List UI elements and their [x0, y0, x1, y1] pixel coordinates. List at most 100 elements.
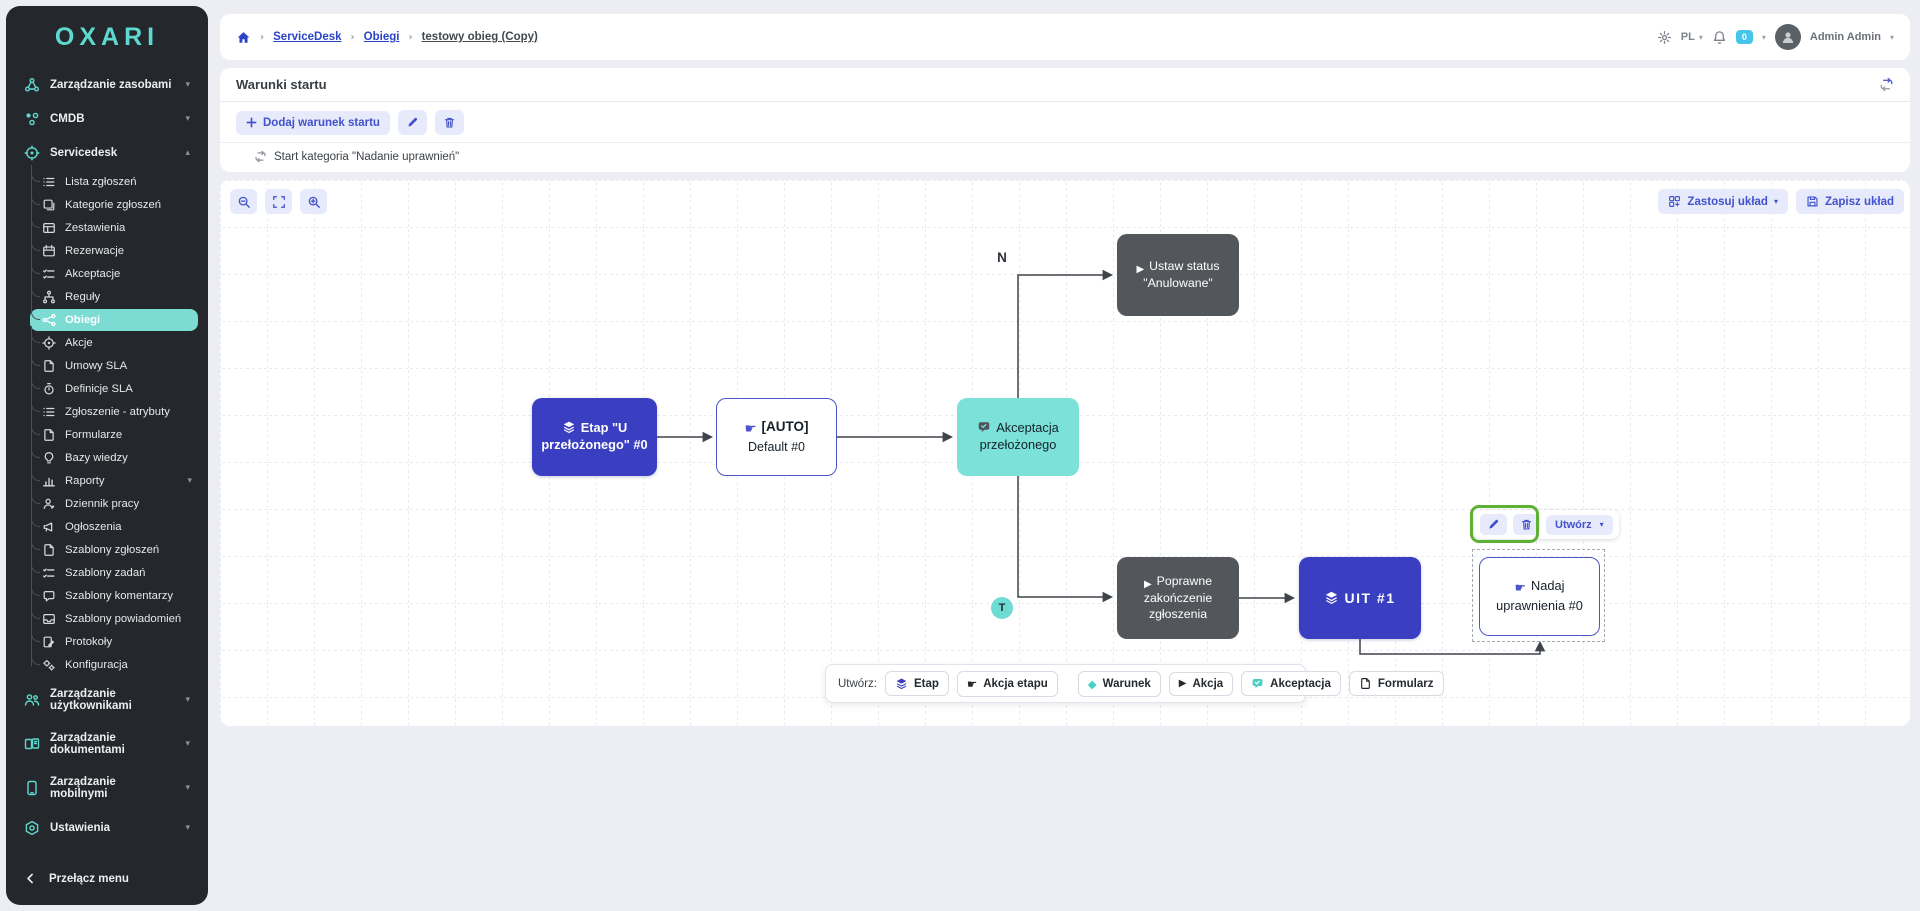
- create-from-node-button[interactable]: Utwórz ▾: [1546, 515, 1613, 535]
- sidebar-item-szablony-zgloszen[interactable]: Szablony zgłoszeń: [30, 539, 198, 561]
- chat-check-icon: [977, 420, 991, 434]
- sidebar-group-zarzadzanie-dokumentami[interactable]: Zarządzanie dokumentami ▾: [16, 722, 198, 766]
- chevron-down-icon: ▾: [1774, 197, 1778, 206]
- workflow-canvas[interactable]: Zastosuj układ ▾ Zapisz układ Etap "U pr…: [220, 180, 1910, 726]
- sidebar-item-protokoly[interactable]: Protokoły: [30, 631, 198, 653]
- start-conditions-header: Warunki startu: [220, 68, 1910, 102]
- group-label: Zarządzanie użytkownikami: [50, 688, 175, 712]
- edit-node-button[interactable]: [1480, 514, 1507, 535]
- breadcrumb-link-obiegi[interactable]: Obiegi: [364, 31, 400, 43]
- sidebar-nav: Zarządzanie zasobami ▾ CMDB ▾ Servicedes…: [6, 68, 208, 860]
- start-condition-item[interactable]: Start kategoria "Nadanie uprawnień": [220, 143, 1910, 172]
- chevron-down-icon: ▾: [185, 114, 190, 124]
- user-avatar[interactable]: [1775, 24, 1801, 50]
- node-uit[interactable]: UIT #1: [1299, 557, 1421, 639]
- bell-icon[interactable]: [1712, 30, 1727, 45]
- chevron-down-icon: ▾: [185, 783, 190, 793]
- start-conditions-toolbar: Dodaj warunek startu: [220, 102, 1910, 143]
- apply-layout-button[interactable]: Zastosuj układ ▾: [1658, 189, 1788, 214]
- create-akceptacja-button[interactable]: Akceptacja: [1241, 671, 1341, 696]
- fit-view-button[interactable]: [265, 189, 292, 214]
- sidebar-item-dziennik-pracy[interactable]: Dziennik pracy: [30, 493, 198, 515]
- zoom-out-button[interactable]: [230, 189, 257, 214]
- node-ustaw-status-anulowane[interactable]: ▶Ustaw status "Anulowane": [1117, 234, 1239, 316]
- sidebar-item-rezerwacje[interactable]: Rezerwacje: [30, 240, 198, 262]
- sidebar-item-obiegi[interactable]: Obiegi: [30, 309, 198, 331]
- create-etap-button[interactable]: Etap: [885, 671, 949, 696]
- workflow-icon: [42, 313, 56, 327]
- sidebar-item-definicje-sla[interactable]: Definicje SLA: [30, 378, 198, 400]
- trash-icon: [443, 116, 456, 129]
- list-icon: [42, 405, 56, 419]
- layers-icon: [895, 677, 908, 690]
- node-auto-default[interactable]: ☛[AUTO]Default #0: [716, 398, 837, 476]
- sidebar-item-umowy-sla[interactable]: Umowy SLA: [30, 355, 198, 377]
- sidebar-item-akcje[interactable]: Akcje: [30, 332, 198, 354]
- repeat-icon[interactable]: [1879, 77, 1894, 92]
- document-icon: [42, 543, 56, 557]
- node-stage-u-przelozonego[interactable]: Etap "U przełożonego" #0: [532, 398, 657, 476]
- start-conditions-card: Warunki startu Dodaj warunek startu Star…: [220, 68, 1910, 172]
- servicedesk-subtree: Lista zgłoszeń Kategorie zgłoszeń Zestaw…: [30, 171, 198, 676]
- edit-condition-button[interactable]: [398, 110, 427, 135]
- breadcrumb-link-servicedesk[interactable]: ServiceDesk: [273, 31, 341, 43]
- language-selector[interactable]: PL ▾: [1681, 31, 1703, 43]
- sidebar-item-konfiguracja[interactable]: Konfiguracja: [30, 654, 198, 676]
- play-icon: ▶: [1136, 263, 1144, 276]
- chevron-down-icon: ▾: [185, 739, 190, 749]
- add-start-condition-button[interactable]: Dodaj warunek startu: [236, 111, 390, 135]
- node-poprawne-zakonczenie[interactable]: ▶Poprawne zakończenie zgłoszenia: [1117, 557, 1239, 639]
- calendar-icon: [42, 244, 56, 258]
- assets-network-icon: [24, 77, 40, 93]
- home-icon[interactable]: [236, 30, 251, 45]
- collapse-menu-button[interactable]: Przełącz menu: [6, 860, 208, 905]
- gear-icon[interactable]: [1657, 30, 1672, 45]
- delete-condition-button[interactable]: [435, 110, 464, 135]
- chevron-down-icon: ▾: [185, 695, 190, 705]
- sidebar-item-bazy-wiedzy[interactable]: Bazy wiedzy: [30, 447, 198, 469]
- hand-pointer-icon: ☛: [967, 677, 977, 691]
- sidebar-item-ogloszenia[interactable]: Ogłoszenia: [30, 516, 198, 538]
- create-warunek-button[interactable]: ◆ Warunek: [1078, 671, 1161, 697]
- sidebar-item-szablony-zadan[interactable]: Szablony zadań: [30, 562, 198, 584]
- sidebar-item-zestawienia[interactable]: Zestawienia: [30, 217, 198, 239]
- sidebar-item-kategorie-zgloszen[interactable]: Kategorie zgłoszeń: [30, 194, 198, 216]
- topbar-right: PL ▾ 0 ▾ Admin Admin ▾: [1657, 24, 1894, 50]
- cmdb-icon: [24, 111, 40, 127]
- sidebar-item-akceptacje[interactable]: Akceptacje: [30, 263, 198, 285]
- sidebar-group-cmdb[interactable]: CMDB ▾: [16, 102, 198, 136]
- group-label: Ustawienia: [50, 822, 110, 834]
- sidebar-group-servicedesk[interactable]: Servicedesk ▴: [16, 136, 198, 170]
- node-akceptacja-przelozonego[interactable]: Akceptacja przełożonego: [957, 398, 1079, 476]
- create-formularz-button[interactable]: Formularz: [1349, 671, 1444, 696]
- sidebar-item-reguly[interactable]: Reguły: [30, 286, 198, 308]
- sidebar-item-lista-zgloszen[interactable]: Lista zgłoszeń: [30, 171, 198, 193]
- create-akcja-button[interactable]: ▶ Akcja: [1169, 672, 1233, 696]
- group-label: Zarządzanie zasobami: [50, 79, 171, 91]
- servicedesk-icon: [24, 145, 40, 161]
- user-name[interactable]: Admin Admin: [1810, 31, 1881, 43]
- notification-badge[interactable]: 0: [1736, 30, 1753, 44]
- save-layout-button[interactable]: Zapisz układ: [1796, 189, 1904, 214]
- create-akcja-etapu-button[interactable]: ☛ Akcja etapu: [957, 671, 1058, 697]
- zoom-in-button[interactable]: [300, 189, 327, 214]
- layout-icon: [1668, 195, 1681, 208]
- sidebar-group-zarzadzanie-mobilnymi[interactable]: Zarządzanie mobilnymi ▾: [16, 766, 198, 810]
- document-icon: [42, 359, 56, 373]
- breadcrumb-current: testowy obieg (Copy): [422, 31, 538, 43]
- topbar: › ServiceDesk › Obiegi › testowy obieg (…: [220, 14, 1910, 60]
- branch-label-yes: T: [991, 597, 1013, 619]
- play-icon: ▶: [1144, 578, 1152, 591]
- sidebar-group-zarzadzanie-uzytkownikami[interactable]: Zarządzanie użytkownikami ▾: [16, 678, 198, 722]
- delete-node-button[interactable]: [1513, 514, 1540, 535]
- sidebar-item-formularze[interactable]: Formularze: [30, 424, 198, 446]
- node-nadaj-uprawnienia[interactable]: ☛Nadaj uprawnienia #0: [1479, 557, 1600, 636]
- sidebar-group-zarzadzanie-zasobami[interactable]: Zarządzanie zasobami ▾: [16, 68, 198, 102]
- sidebar-item-szablony-powiadomien[interactable]: Szablony powiadomień: [30, 608, 198, 630]
- sidebar-group-ustawienia[interactable]: Ustawienia ▾: [16, 810, 198, 846]
- sidebar-item-zgloszenie-atrybuty[interactable]: Zgłoszenie - atrybuty: [30, 401, 198, 423]
- sidebar-item-szablony-komentarzy[interactable]: Szablony komentarzy: [30, 585, 198, 607]
- chevron-left-icon: [24, 872, 37, 885]
- sidebar-item-raporty[interactable]: Raporty ▾: [30, 470, 198, 492]
- document-pen-icon: [42, 635, 56, 649]
